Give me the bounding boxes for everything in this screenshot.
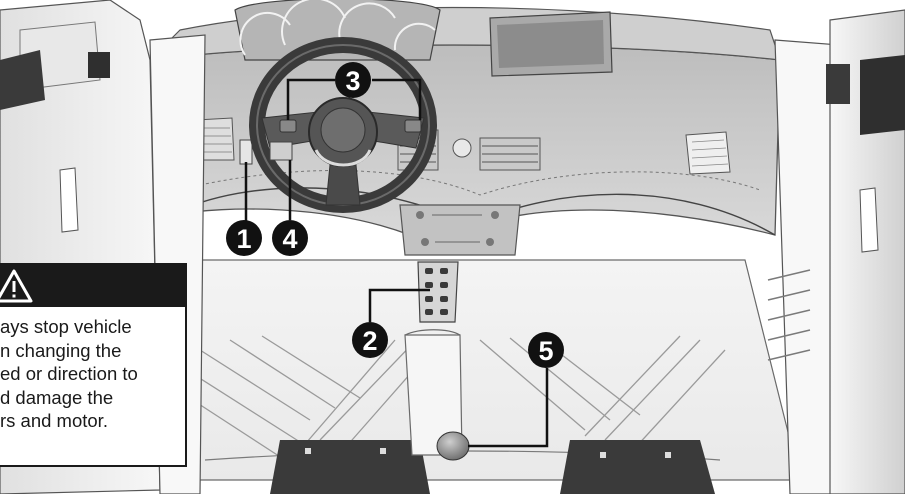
seat-stud	[600, 452, 606, 458]
horn-pad	[320, 107, 366, 153]
gauges	[239, 0, 436, 56]
wheel-button-left	[279, 119, 297, 133]
seat-stud	[380, 448, 386, 454]
dash-stitching	[199, 170, 761, 196]
warning-text-line: d damage the	[0, 386, 114, 408]
wheel-trim	[314, 149, 372, 167]
callout-3-circle	[335, 62, 371, 98]
callout-4: 4	[272, 220, 308, 256]
wheel-button-right	[404, 119, 422, 133]
right-speaker-grille	[767, 269, 811, 361]
left-door-handle	[59, 167, 79, 233]
callout-4-label: 4	[282, 224, 297, 254]
pedal-grip-holes	[425, 268, 448, 315]
leader-3-right	[372, 78, 422, 120]
column-switch	[269, 141, 293, 161]
callout-3-label: 3	[345, 66, 360, 96]
leader-lines	[244, 78, 549, 448]
left-mirror	[0, 50, 45, 110]
callout-2-circle	[352, 322, 388, 358]
right-mirror	[860, 55, 905, 135]
callout-3: 3	[335, 62, 371, 98]
warning-text-line: rs and motor.	[0, 410, 108, 431]
warning-text-line: n changing the	[0, 339, 122, 361]
seat-stud	[305, 448, 311, 454]
callout-markers: 1 2 3 4 5	[226, 62, 564, 368]
leader-5	[468, 368, 549, 448]
seat-right	[560, 440, 715, 494]
power-switch	[239, 139, 253, 165]
callout-2: 2	[352, 322, 388, 358]
warning-text-line: ays stop vehicle	[0, 316, 132, 337]
wheel-spoke-bottom	[325, 164, 361, 206]
foot-pedal	[417, 261, 459, 323]
callout-1-circle	[226, 220, 262, 256]
seat-left	[270, 440, 430, 494]
callout-4-circle	[272, 220, 308, 256]
right-vent	[685, 131, 731, 175]
screen-glass	[497, 20, 604, 68]
right-vent-grille	[691, 139, 729, 167]
left-mirror-mount	[88, 52, 110, 78]
callout-5-circle	[528, 332, 564, 368]
right-door-handle	[859, 187, 879, 253]
callout-1-label: 1	[236, 224, 251, 254]
leader-2	[368, 288, 430, 322]
warning-header	[0, 265, 185, 307]
warning-triangle-icon	[0, 269, 33, 303]
callout-5: 5	[528, 332, 564, 368]
gear-shift-knob	[436, 431, 470, 461]
callout-2-label: 2	[362, 326, 377, 356]
radio-knobs	[416, 211, 499, 246]
callout-1: 1	[226, 220, 262, 256]
right-mirror-mount	[826, 64, 850, 104]
tunnel-top	[404, 329, 461, 336]
seat-stud	[665, 452, 671, 458]
right-a-pillar	[774, 39, 841, 494]
leader-3-left	[286, 78, 335, 120]
warning-text-line: ed or direction to	[0, 363, 138, 384]
left-vent-grille	[200, 127, 232, 153]
callout-5-label: 5	[538, 336, 553, 366]
